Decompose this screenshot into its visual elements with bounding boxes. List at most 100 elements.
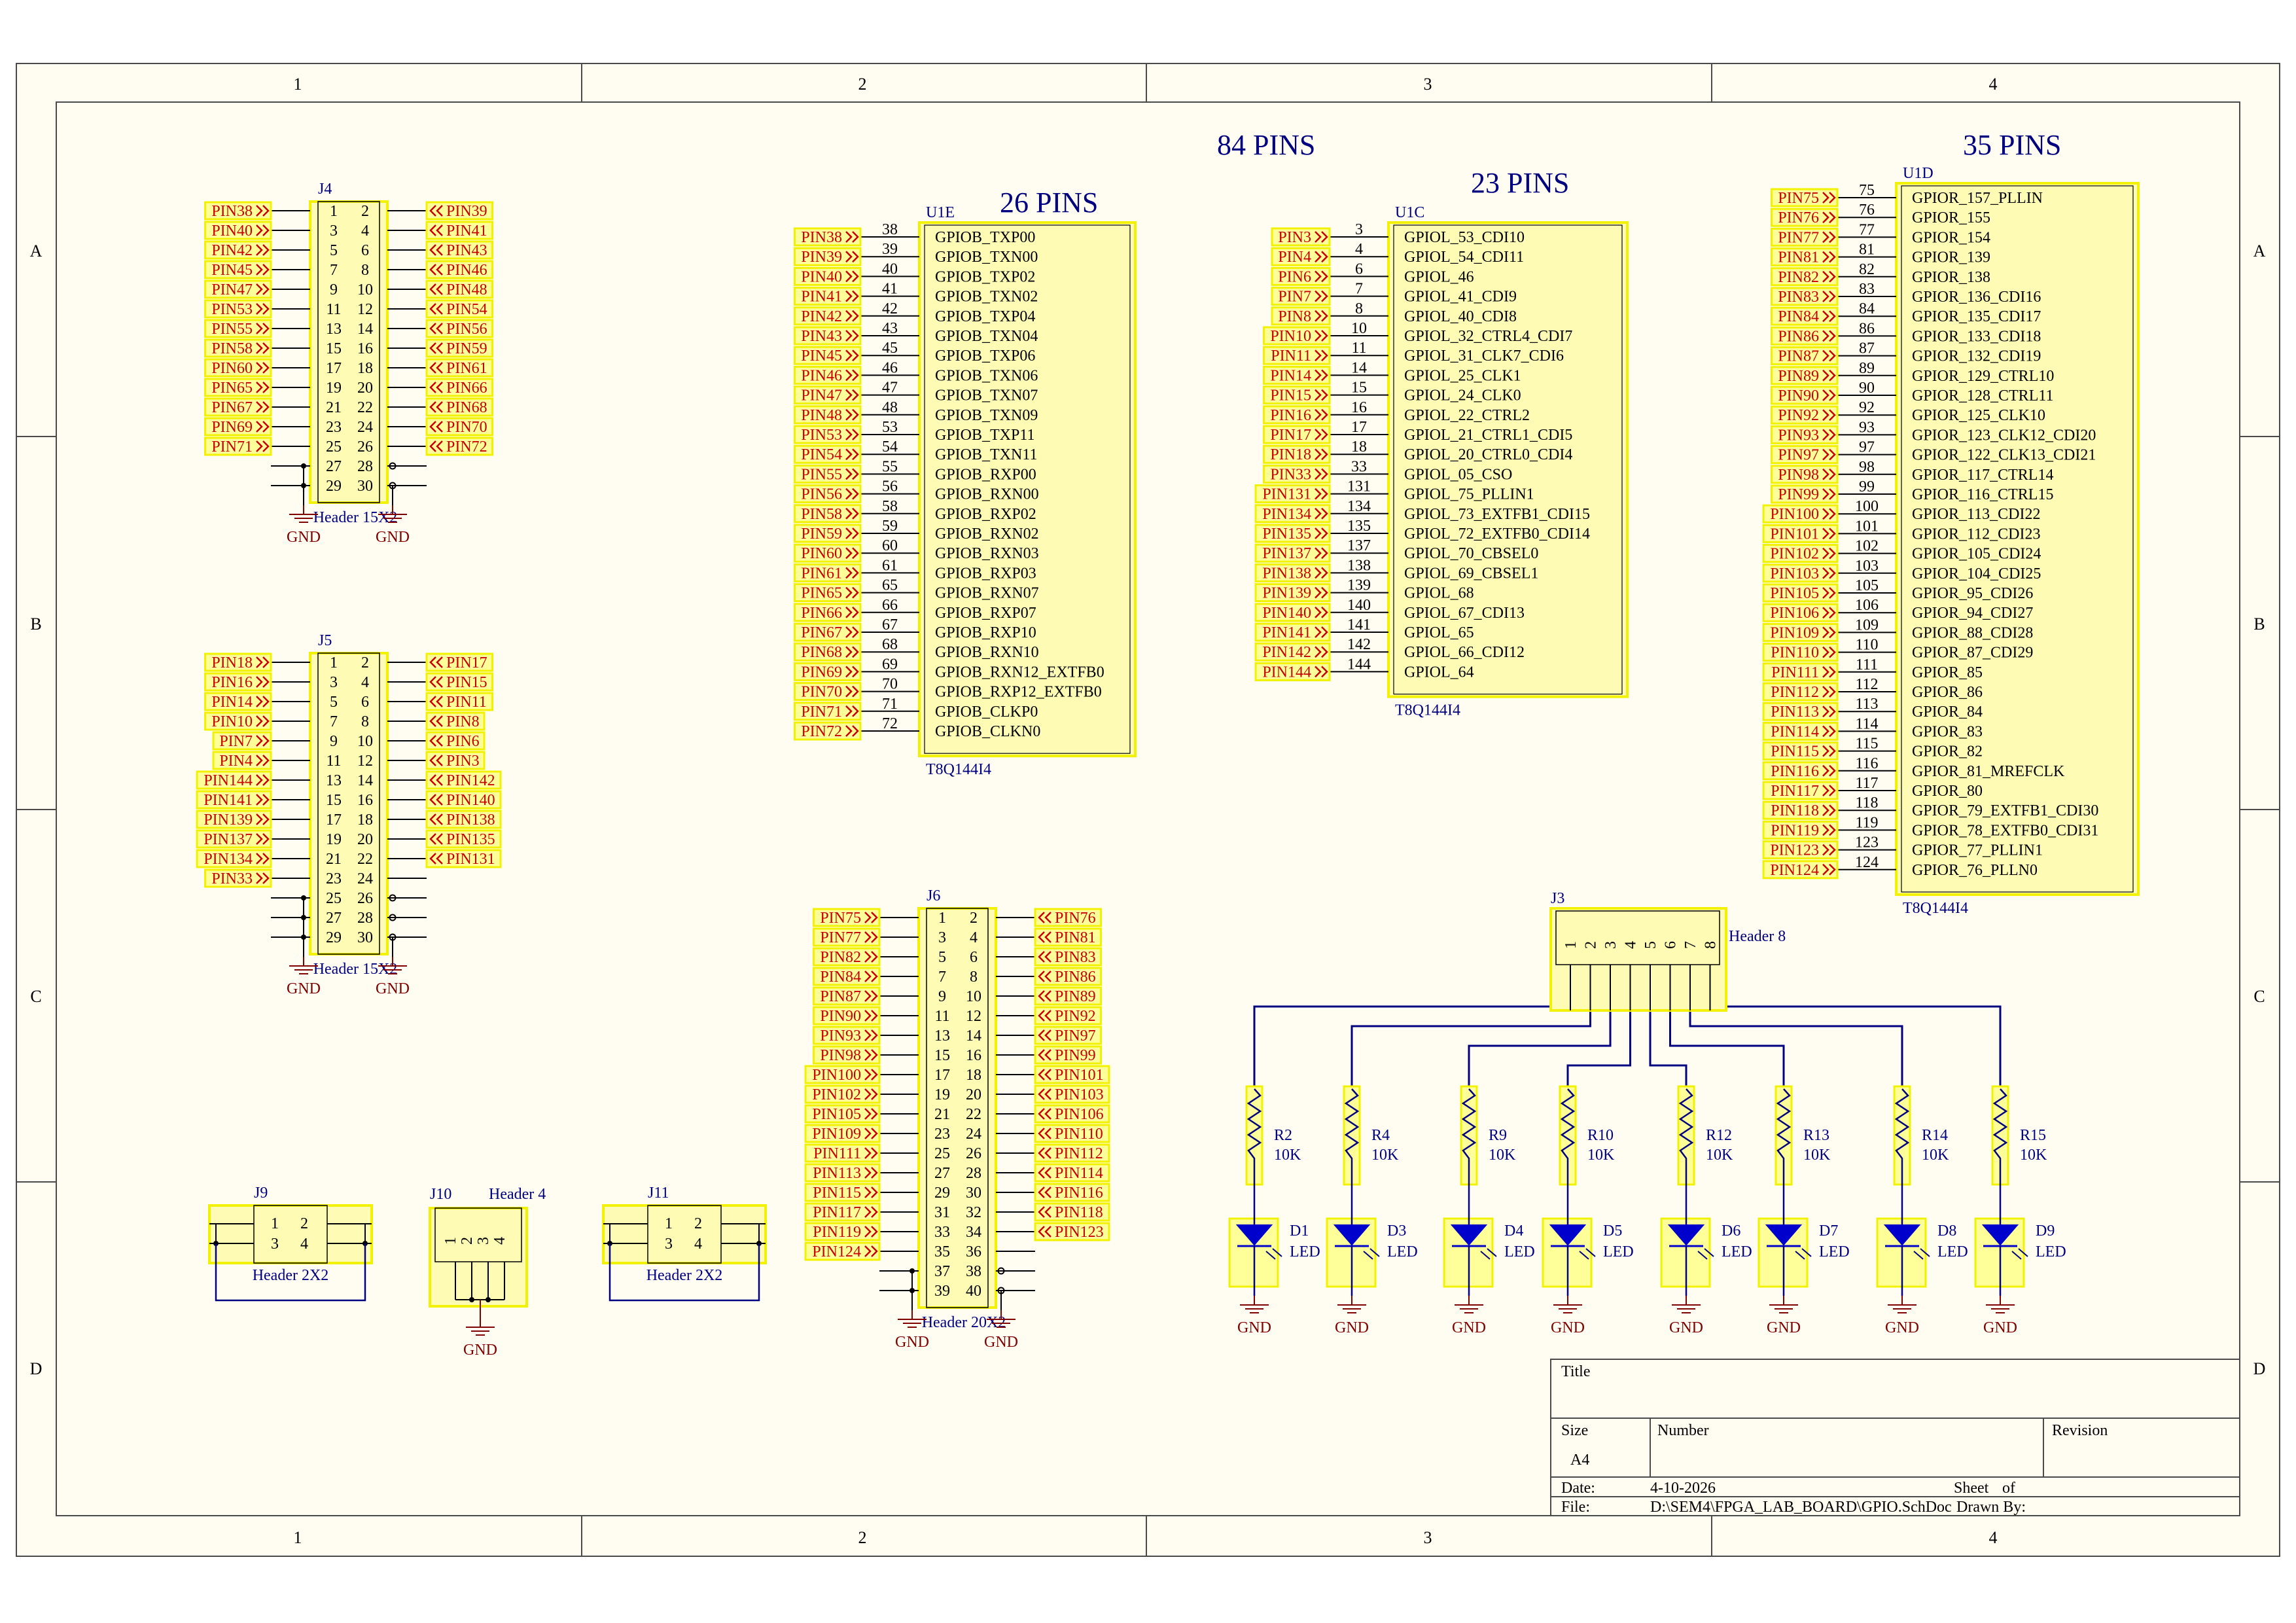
port-chevron [845, 705, 859, 717]
port-label: PIN83 [1055, 949, 1096, 966]
title-block: Title Size A4 Number Revision Date: 4-10… [1550, 1359, 2240, 1516]
port-label: PIN75 [820, 910, 861, 927]
port-chevron [256, 872, 270, 884]
port-pin114: PIN114 [1034, 1163, 1110, 1183]
ic-pin-number: 135 [1347, 518, 1371, 535]
port-label: PIN16 [211, 674, 253, 691]
port-pin124: PIN124 [1762, 860, 1839, 880]
port-pin113: PIN113 [1762, 702, 1839, 721]
port-pin97: PIN97 [1034, 1026, 1102, 1045]
port-pin84: PIN84 [1771, 306, 1839, 326]
port-chevron [1315, 429, 1328, 440]
port-label: PIN16 [1270, 407, 1311, 424]
ic-pin-number: 141 [1347, 616, 1371, 633]
ic-ref: U1D [1903, 165, 1934, 182]
drawn-by-label: Drawn By: [1956, 1499, 2026, 1516]
ic-pin-number: 6 [1355, 260, 1363, 277]
pin-number: 8 [361, 713, 369, 730]
port-chevron [1822, 251, 1836, 263]
port-label: PIN11 [446, 694, 487, 711]
port-frame [425, 849, 502, 868]
port-pin41: PIN41 [425, 221, 493, 240]
port-pin66: PIN66 [425, 378, 493, 397]
ic-pin-number: 106 [1855, 597, 1879, 614]
sheet-of-label: of [2002, 1480, 2015, 1497]
ic-pin-number: 55 [882, 458, 898, 475]
ic-body [1895, 182, 2140, 896]
port-pin81: PIN81 [1034, 927, 1102, 947]
port-label: PIN43 [801, 328, 842, 345]
port-pin89: PIN89 [1034, 986, 1102, 1006]
heading-35-pins: 35 PINS [1963, 129, 2061, 161]
port-chevron [429, 715, 443, 727]
ic-pin-number: 86 [1859, 320, 1875, 337]
port-frame [794, 622, 862, 642]
port-pin65: PIN65 [794, 583, 862, 603]
pin-number: 11 [326, 753, 341, 770]
header-value: Header 15X2 [313, 961, 398, 978]
port-label: PIN45 [801, 348, 842, 365]
pin-number: 39 [934, 1283, 950, 1300]
port-frame [813, 908, 881, 927]
heading-23-pins: 23 PINS [1471, 167, 1569, 199]
port-chevron [1038, 1108, 1051, 1120]
port-pin61: PIN61 [794, 563, 862, 582]
ic-pin-name: GPIOB_TXN02 [935, 289, 1038, 306]
heading-26-pins: 26 PINS [1000, 187, 1098, 219]
port-pin124: PIN124 [804, 1241, 881, 1261]
led-light-arrows [1913, 1248, 1930, 1260]
port-pin134: PIN134 [196, 849, 272, 868]
port-pin58: PIN58 [204, 338, 272, 358]
port-frame [1034, 1202, 1110, 1222]
net-wire [1669, 1010, 1785, 1086]
port-label: PIN100 [812, 1067, 861, 1084]
port-pin53: PIN53 [204, 299, 272, 319]
port-label: PIN53 [211, 301, 253, 318]
pin-number: 20 [966, 1086, 981, 1103]
port-label: PIN124 [1770, 862, 1819, 879]
port-chevron [1315, 527, 1328, 539]
port-pin117: PIN117 [804, 1202, 881, 1222]
ground-left: GND [287, 957, 321, 997]
port-label: PIN106 [1770, 605, 1819, 622]
port-frame [794, 346, 862, 365]
zone-col-1-bottom: 1 [294, 1528, 302, 1547]
ic-pin-number: 134 [1347, 498, 1371, 515]
ic-pin-name: GPIOL_75_PLLIN1 [1404, 486, 1534, 503]
pin-number: 7 [330, 713, 338, 730]
ic-pin-name: GPIOB_RXN10 [935, 644, 1039, 661]
port-label: PIN93 [1778, 427, 1819, 444]
port-chevron [864, 990, 878, 1002]
port-chevron [1038, 951, 1051, 963]
ic-pin-name: GPIOR_95_CDI26 [1912, 585, 2033, 602]
ic-pin-name: GPIOB_TXP02 [935, 268, 1035, 285]
led-triangle [1333, 1224, 1371, 1246]
port-frame [1263, 425, 1331, 444]
port-chevron [1822, 409, 1836, 421]
port-label: PIN65 [801, 585, 842, 602]
pin-number: 5 [1642, 941, 1659, 949]
port-label: PIN42 [211, 242, 253, 259]
port-pin38: PIN38 [794, 227, 862, 247]
ic-pin-name: GPIOL_64 [1404, 664, 1474, 681]
resistor-value: 10K [1274, 1147, 1301, 1164]
port-label: PIN42 [801, 308, 842, 325]
port-label: PIN114 [1055, 1165, 1103, 1182]
port-pin33: PIN33 [204, 868, 272, 888]
port-label: PIN54 [446, 301, 487, 318]
resistor-ref: R13 [1803, 1127, 1829, 1144]
pin-end [997, 1267, 1005, 1275]
pin-number: 32 [966, 1204, 981, 1221]
ic-pin-name: GPIOB_RXP07 [935, 605, 1036, 622]
port-frame [813, 1026, 881, 1045]
ic-pin-name: GPIOL_22_CTRL2 [1404, 407, 1530, 424]
ic-pin-name: GPIOR_123_CLK12_CDI20 [1912, 427, 2096, 444]
port-label: PIN140 [446, 792, 495, 809]
revision-label: Revision [2052, 1422, 2108, 1439]
ic-pin-name: GPIOB_TXP04 [935, 308, 1035, 325]
ground-led: GND [1335, 1296, 1369, 1336]
ic-body [1387, 221, 1629, 698]
ground-led: GND [1452, 1296, 1486, 1336]
ic-pin-number: 8 [1355, 300, 1363, 317]
